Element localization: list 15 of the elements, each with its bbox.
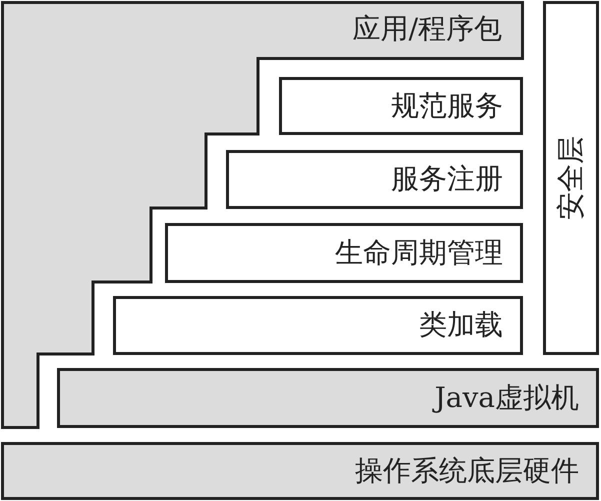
layer-label: Java虚拟机: [434, 382, 579, 414]
layer-label: 生命周期管理: [335, 236, 503, 270]
layer-box: [226, 150, 523, 209]
layer-box: [279, 77, 523, 135]
layer-box: [113, 296, 523, 355]
layer-label: 操作系统底层硬件: [355, 454, 579, 488]
layer-label: 应用/程序包: [352, 13, 502, 46]
layer-label: 规范服务: [391, 90, 503, 122]
layer-box: [165, 223, 523, 283]
layer-box: [57, 368, 599, 428]
layer-label: 安全层: [554, 136, 588, 220]
layer-box: [1, 442, 599, 500]
layer-label: 类加载: [419, 309, 503, 342]
layer-label: 服务注册: [391, 163, 503, 196]
layer-box: [543, 1, 599, 355]
